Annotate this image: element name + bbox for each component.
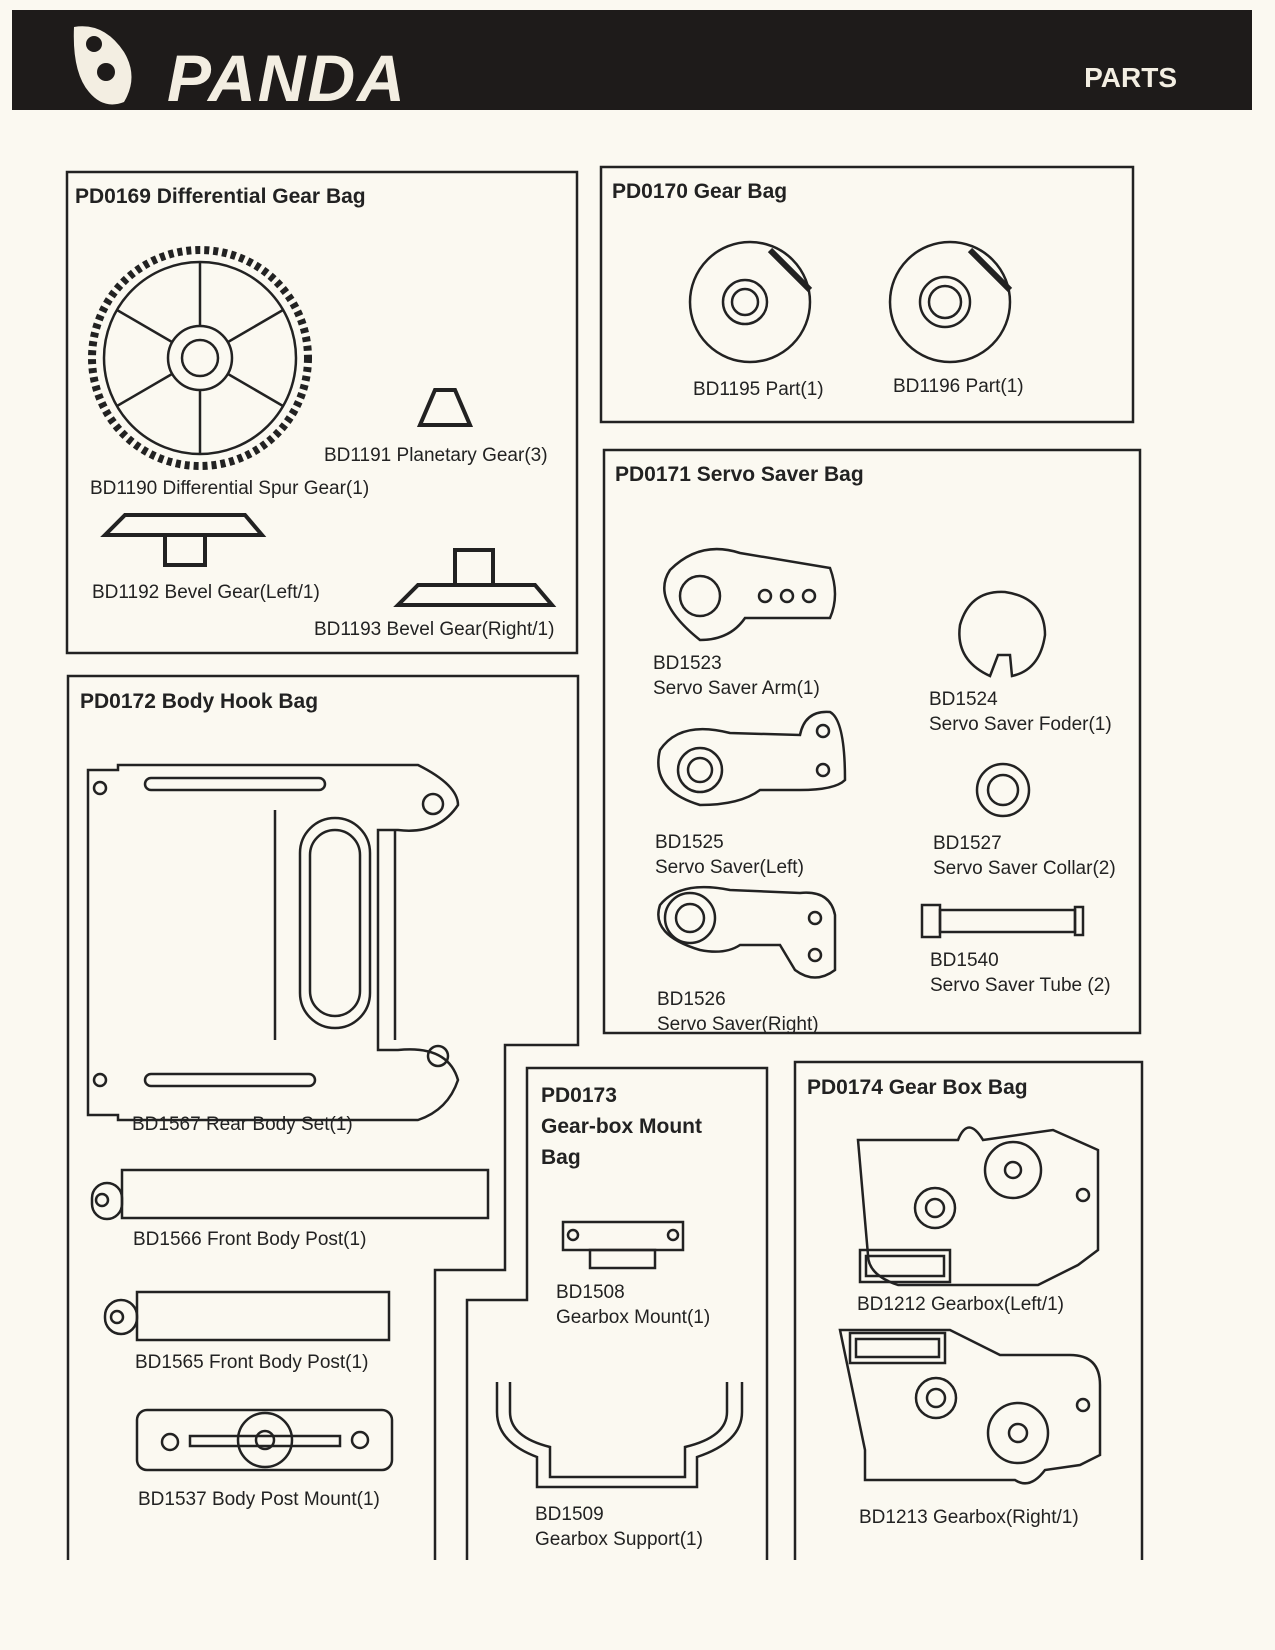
planetary-gear-drawing	[416, 388, 474, 427]
part-label-bd1195: BD1195 Part(1)	[693, 379, 824, 400]
servo-saver-tube-drawing	[920, 903, 1085, 939]
header-banner: PANDA PARTS	[12, 10, 1252, 115]
part-code: BD1524	[929, 689, 998, 710]
part-label-bd1566: BD1566 Front Body Post(1)	[133, 1229, 367, 1250]
frame-pd0174	[793, 1060, 1144, 1560]
servo-saver-right-drawing	[657, 885, 837, 979]
body-post-mount-drawing	[135, 1408, 394, 1472]
bevel-gear-left-drawing	[100, 513, 267, 567]
gear-bd1195-drawing	[688, 240, 813, 364]
gear-bd1196-drawing	[888, 240, 1013, 364]
bag-title-pd0171: PD0171 Servo Saver Bag	[615, 463, 864, 486]
servo-collar-drawing	[975, 762, 1031, 818]
part-label-bd1196: BD1196 Part(1)	[893, 376, 1024, 397]
part-code: BD1540	[930, 950, 999, 971]
frame-pd0173	[465, 1066, 769, 1560]
bevel-gear-right-drawing	[393, 548, 557, 607]
bag-title-pd0169: PD0169 Differential Gear Bag	[75, 185, 366, 208]
frame-pd0172	[66, 674, 580, 1560]
frame-pd0171	[602, 448, 1142, 1035]
part-label-bd1537: BD1537 Body Post Mount(1)	[138, 1489, 380, 1510]
part-name: Servo Saver Collar(2)	[933, 858, 1116, 879]
part-name: Servo Saver Tube (2)	[930, 975, 1111, 996]
frame-pd0169	[65, 170, 579, 655]
front-body-post-bd1565-drawing	[103, 1290, 391, 1342]
gearbox-right-drawing	[838, 1328, 1102, 1485]
part-code: BD1508	[556, 1282, 625, 1303]
brand-logo: PANDA	[167, 41, 407, 115]
servo-saver-foder-drawing	[958, 590, 1047, 678]
part-label-bd1191: BD1191 Planetary Gear(3)	[324, 445, 548, 466]
servo-saver-left-drawing	[657, 710, 847, 807]
part-name: Gearbox Mount(1)	[556, 1307, 711, 1328]
part-name: Servo Saver Arm(1)	[653, 678, 820, 699]
part-code: BD1527	[933, 833, 1002, 854]
part-code: BD1525	[655, 832, 724, 853]
front-body-post-bd1566-drawing	[90, 1168, 490, 1221]
gearbox-mount-drawing	[561, 1220, 685, 1270]
title-line: Gear-box Mount	[541, 1115, 702, 1138]
part-label-bd1192: BD1192 Bevel Gear(Left/1)	[92, 582, 320, 603]
section-title: PARTS	[1084, 62, 1177, 93]
rear-body-set-drawing	[86, 763, 460, 1122]
bag-title-pd0174: PD0174 Gear Box Bag	[807, 1076, 1028, 1099]
part-name: Servo Saver Foder(1)	[929, 714, 1112, 735]
title-line: Bag	[541, 1146, 581, 1169]
frame-pd0170	[599, 165, 1135, 424]
gearbox-support-drawing	[495, 1382, 744, 1489]
servo-saver-arm-drawing	[663, 547, 837, 642]
bag-title-pd0170: PD0170 Gear Bag	[612, 180, 788, 203]
bag-title-pd0172: PD0172 Body Hook Bag	[80, 690, 319, 713]
title-line: PD0173	[541, 1084, 617, 1107]
part-name: Servo Saver(Left)	[655, 857, 804, 878]
panda-logo-icon	[73, 26, 132, 105]
part-label-bd1193: BD1193 Bevel Gear(Right/1)	[314, 619, 555, 640]
part-name: Gearbox Support(1)	[535, 1529, 703, 1550]
part-label-bd1190: BD1190 Differential Spur Gear(1)	[90, 478, 370, 499]
part-label-bd1213: BD1213 Gearbox(Right/1)	[859, 1507, 1079, 1528]
part-label-bd1567: BD1567 Rear Body Set(1)	[132, 1114, 353, 1135]
part-code: BD1523	[653, 653, 722, 674]
part-label-bd1212: BD1212 Gearbox(Left/1)	[857, 1294, 1065, 1315]
part-code: BD1526	[657, 989, 726, 1010]
part-name: Servo Saver(Right)	[657, 1014, 819, 1035]
spur-gear-drawing	[88, 246, 312, 470]
part-code: BD1509	[535, 1504, 604, 1525]
part-label-bd1565: BD1565 Front Body Post(1)	[135, 1352, 369, 1373]
gearbox-left-drawing	[856, 1126, 1100, 1287]
